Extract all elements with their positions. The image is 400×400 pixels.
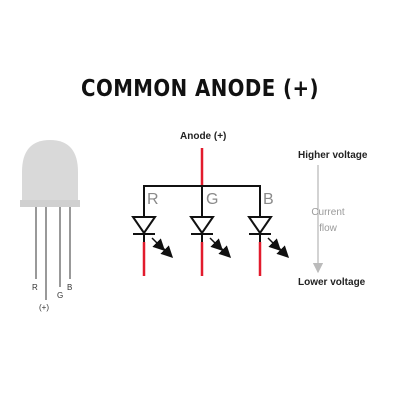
diagram-title: COMMON ANODE (+): [80, 76, 319, 102]
pin-label-r: R: [32, 283, 38, 292]
channel-label-g: G: [206, 191, 219, 208]
lower-voltage-label: Lower voltage: [298, 277, 366, 288]
led-b-symbol: [247, 205, 290, 276]
pin-label-b: B: [67, 283, 73, 292]
led-body: [22, 140, 78, 206]
pin-label-common: (+): [39, 303, 49, 312]
pin-label-g: G: [57, 291, 64, 300]
rgb-led-package: [20, 140, 80, 300]
current-flow-line2: flow: [319, 223, 337, 234]
led-r-symbol: [131, 205, 174, 276]
anode-label: Anode (+): [180, 131, 227, 142]
led-g-symbol: [189, 205, 232, 276]
channel-label-b: B: [263, 191, 274, 208]
higher-voltage-label: Higher voltage: [298, 150, 368, 161]
current-flow-label: Current flow: [306, 205, 350, 237]
channel-label-r: R: [147, 191, 159, 208]
current-flow-line1: Current: [311, 207, 345, 218]
